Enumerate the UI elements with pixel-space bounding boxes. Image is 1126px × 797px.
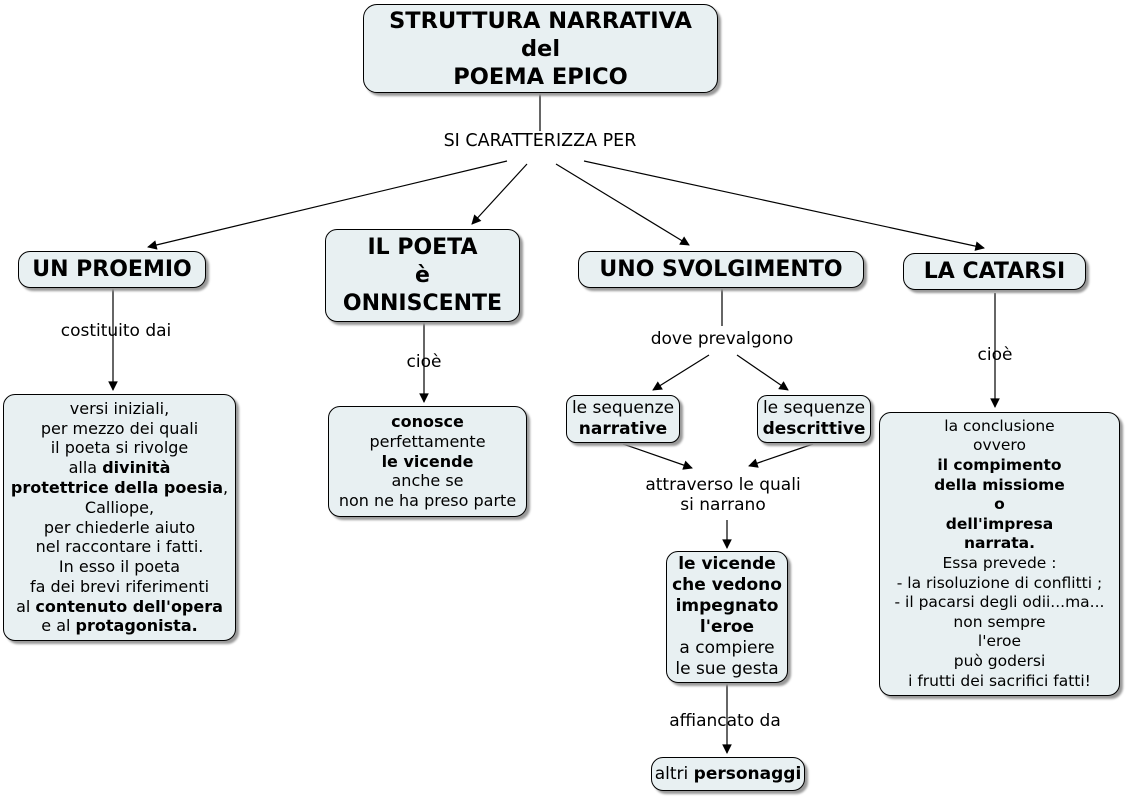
un-proemio-label: UN PROEMIO <box>32 256 192 282</box>
link-label-costituito-dai: costituito dai <box>60 321 172 341</box>
node-altri-personaggi: altri personaggi <box>651 757 805 791</box>
link-label-cioe-poeta: cioè <box>406 352 442 372</box>
poeta-line-2: è <box>415 262 430 288</box>
link-label-affiancato: affiancato da <box>669 711 781 731</box>
link-label-attraverso: attraverso le quali si narrano <box>623 475 823 515</box>
node-la-catarsi: LA CATARSI <box>903 253 1086 290</box>
link-label-caratterizza: SI CARATTERIZZA PER <box>443 131 637 151</box>
node-uno-svolgimento: UNO SVOLGIMENTO <box>578 251 864 288</box>
title-line-3: POEMA EPICO <box>453 63 628 90</box>
node-un-proemio: UN PROEMIO <box>18 251 206 288</box>
link-label-cioe-catarsi: cioè <box>977 345 1013 365</box>
attraverso-line-1: attraverso le quali <box>645 475 801 495</box>
svolgimento-label: UNO SVOLGIMENTO <box>599 256 843 282</box>
title-line-1: STRUTTURA NARRATIVA <box>389 7 692 34</box>
node-title: STRUTTURA NARRATIVA del POEMA EPICO <box>363 4 718 93</box>
poeta-line-3: ONNISCENTE <box>342 290 503 316</box>
catarsi-label: LA CATARSI <box>923 258 1066 284</box>
poeta-line-1: IL POETA <box>367 234 478 260</box>
title-line-2: del <box>520 35 561 62</box>
attraverso-line-2: si narrano <box>680 495 766 515</box>
link-label-dove-prevalgono: dove prevalgono <box>650 329 794 349</box>
node-il-poeta-onniscente: IL POETA è ONNISCENTE <box>325 229 520 322</box>
